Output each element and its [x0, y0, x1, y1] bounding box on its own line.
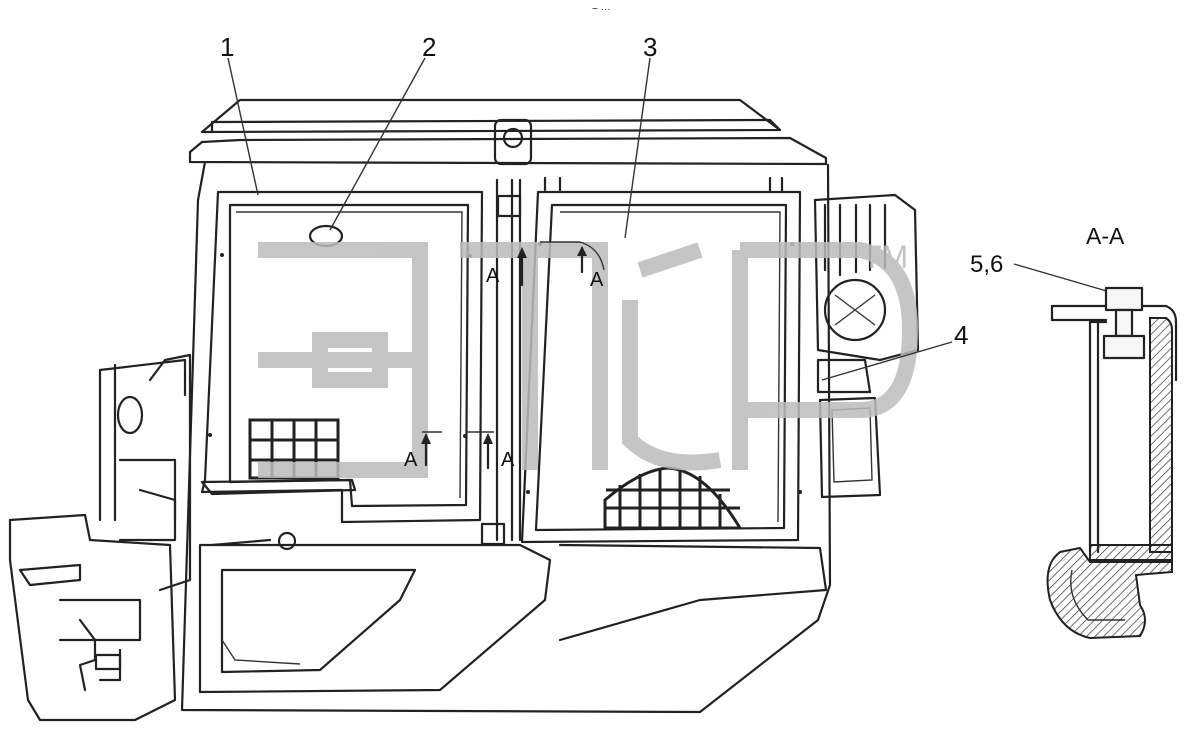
- section-mark-3: A: [404, 431, 442, 471]
- label-1: 1: [220, 32, 234, 62]
- svg-text:A: A: [501, 449, 515, 471]
- section-view-a-a: A-A: [1046, 223, 1178, 640]
- callouts: 1 2 3 4 5,6: [220, 32, 1111, 381]
- mesh-right: [603, 466, 743, 530]
- section-mark-1: A: [486, 247, 527, 287]
- section-mark-4: A: [466, 431, 515, 471]
- section-marks: A A A A: [404, 241, 605, 471]
- left-side-equipment: [8, 353, 192, 722]
- watermark: TM: [258, 239, 919, 478]
- center-pillar: [480, 176, 784, 546]
- top-mark: ~ ···: [592, 4, 611, 15]
- label-4: 4: [954, 320, 968, 350]
- svg-text:A: A: [590, 269, 604, 291]
- label-3: 3: [643, 32, 657, 62]
- section-mark-2: A: [540, 241, 605, 291]
- right-side-equipment: [813, 193, 920, 499]
- svg-text:A: A: [404, 449, 418, 471]
- cab-body: [180, 98, 832, 714]
- watermark-tm: TM: [862, 239, 908, 275]
- label-2: 2: [422, 32, 436, 62]
- bolt-head: [1104, 286, 1144, 312]
- label-5-6: 5,6: [970, 251, 1003, 278]
- svg-text:A: A: [486, 265, 500, 287]
- nut: [1102, 334, 1146, 360]
- bolt-shank: [1114, 308, 1134, 338]
- section-title: A-A: [1086, 223, 1125, 249]
